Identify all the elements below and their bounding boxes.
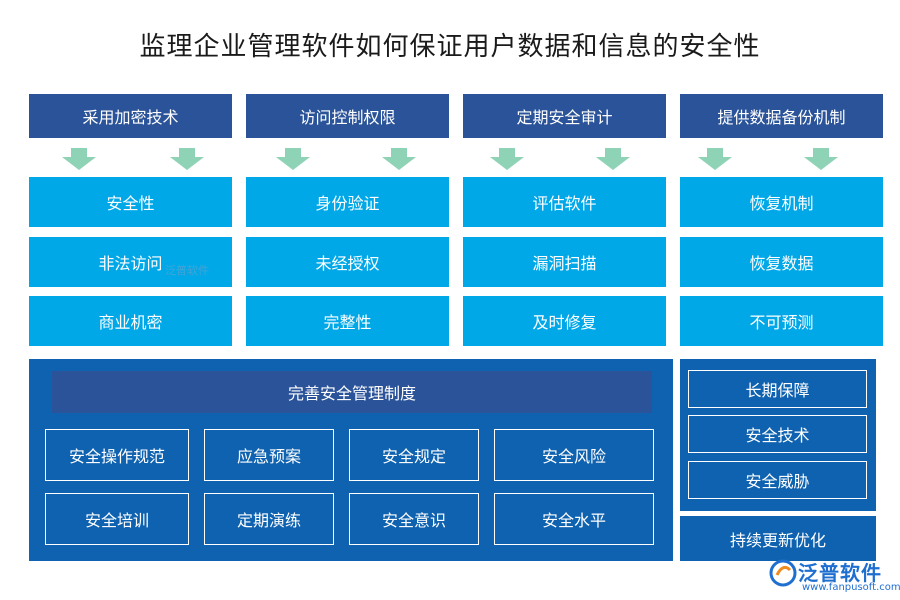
mgmt-item-emergency-plan: 应急预案: [204, 429, 334, 481]
side-item-threats: 安全威胁: [688, 461, 867, 499]
side-item-long-term: 长期保障: [688, 370, 867, 408]
cell-encryption-1: 安全性: [29, 177, 232, 227]
cell-backup-3: 不可预测: [680, 296, 883, 346]
logo-name: 泛普软件: [798, 561, 882, 585]
mgmt-item-awareness: 安全意识: [349, 493, 479, 545]
cell-access-1: 身份验证: [246, 177, 449, 227]
logo-icon: [769, 559, 797, 587]
page-title: 监理企业管理软件如何保证用户数据和信息的安全性: [139, 32, 761, 62]
cell-audit-2: 漏洞扫描: [463, 237, 666, 287]
down-arrow-icon: [276, 148, 310, 170]
down-arrow-icon: [62, 148, 96, 170]
column-header-access-control: 访问控制权限: [246, 94, 449, 138]
down-arrow-icon: [490, 148, 524, 170]
down-arrow-icon: [596, 148, 630, 170]
cell-encryption-2: 非法访问: [29, 237, 232, 287]
watermark-text: 泛普软件: [165, 264, 209, 277]
down-arrow-icon: [804, 148, 838, 170]
cell-audit-1: 评估软件: [463, 177, 666, 227]
mgmt-item-rules: 安全规定: [349, 429, 479, 481]
mgmt-item-risk: 安全风险: [494, 429, 654, 481]
side-item-technology: 安全技术: [688, 415, 867, 453]
down-arrow-icon: [170, 148, 204, 170]
cell-access-2: 未经授权: [246, 237, 449, 287]
logo-url: www.fanpusoft.com: [802, 582, 900, 593]
mgmt-item-training: 安全培训: [45, 493, 189, 545]
cell-encryption-3: 商业机密: [29, 296, 232, 346]
mgmt-item-operation-spec: 安全操作规范: [45, 429, 189, 481]
cell-access-3: 完整性: [246, 296, 449, 346]
cell-audit-3: 及时修复: [463, 296, 666, 346]
management-banner: 完善安全管理制度: [52, 371, 652, 413]
cell-backup-2: 恢复数据: [680, 237, 883, 287]
column-header-security-audit: 定期安全审计: [463, 94, 666, 138]
continuous-optimization-box: 持续更新优化: [680, 516, 876, 561]
column-header-encryption: 采用加密技术: [29, 94, 232, 138]
mgmt-item-drill: 定期演练: [204, 493, 334, 545]
side-panel: [680, 359, 876, 511]
fanpu-logo: 泛普软件 www.fanpusoft.com: [768, 556, 900, 596]
cell-backup-1: 恢复机制: [680, 177, 883, 227]
column-header-data-backup: 提供数据备份机制: [680, 94, 883, 138]
down-arrow-icon: [698, 148, 732, 170]
down-arrow-icon: [382, 148, 416, 170]
mgmt-item-level: 安全水平: [494, 493, 654, 545]
